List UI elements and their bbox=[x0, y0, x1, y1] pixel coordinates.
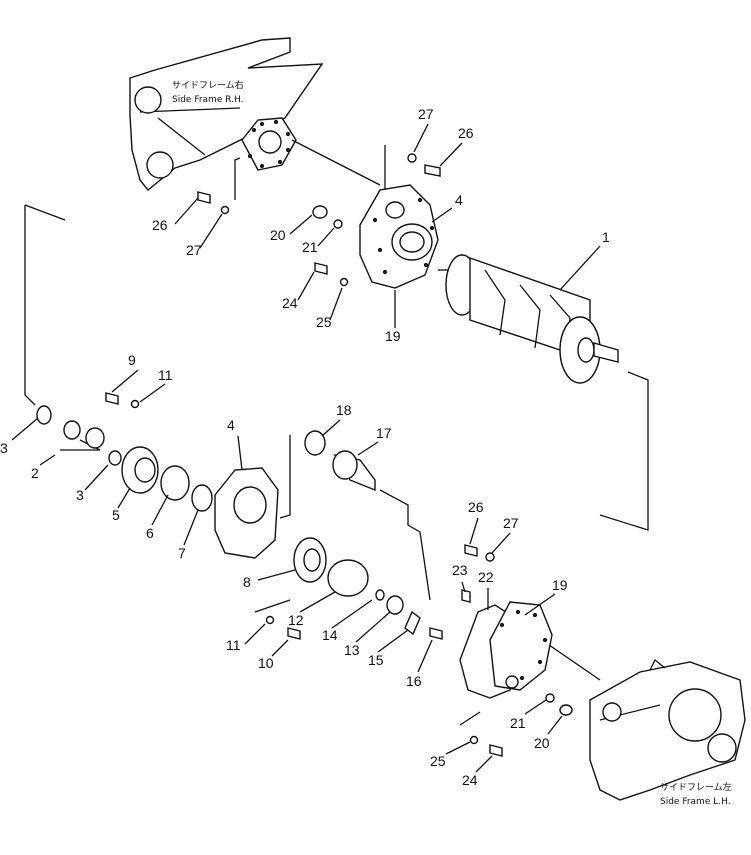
part-label: 22 bbox=[478, 569, 494, 585]
frame-rh-jp-label: サイドフレーム右 bbox=[172, 79, 244, 91]
frame-lh-en-label: Side Frame L.H. bbox=[660, 797, 731, 807]
lower-left-components bbox=[36, 392, 443, 640]
part-label: 26 bbox=[458, 125, 474, 141]
part-label: 5 bbox=[112, 507, 120, 523]
part-label: 20 bbox=[534, 735, 550, 751]
part-label: 2 bbox=[31, 465, 39, 481]
part-label: 13 bbox=[344, 642, 360, 658]
part-label: 3 bbox=[76, 487, 84, 503]
part-label: 12 bbox=[288, 612, 304, 628]
part-label: 19 bbox=[552, 577, 568, 593]
upper-cover-part-4 bbox=[359, 145, 439, 289]
part-label: 8 bbox=[243, 574, 251, 590]
part-label: 9 bbox=[128, 352, 136, 368]
part-label: 1 bbox=[602, 229, 610, 245]
axle-housing-part-1 bbox=[438, 254, 619, 384]
part-label: 18 bbox=[336, 402, 352, 418]
part-label: 21 bbox=[302, 239, 318, 255]
part-label: 24 bbox=[282, 295, 298, 311]
part-label: 23 bbox=[452, 562, 468, 578]
part-label: 10 bbox=[258, 655, 274, 671]
part-label: 21 bbox=[510, 715, 526, 731]
part-labels: 27 26 4 1 26 27 20 21 24 25 19 9 11 3 4 … bbox=[0, 106, 610, 788]
part-label: 25 bbox=[430, 753, 446, 769]
part-label: 26 bbox=[468, 499, 484, 515]
part-label: 27 bbox=[503, 515, 519, 531]
connection-lines bbox=[24, 139, 649, 726]
part-label: 4 bbox=[227, 417, 235, 433]
part-label: 27 bbox=[418, 106, 434, 122]
part-label: 17 bbox=[376, 425, 392, 441]
label-leaders bbox=[11, 123, 601, 773]
part-label: 16 bbox=[406, 673, 422, 689]
part-label: 6 bbox=[146, 525, 154, 541]
part-label: 15 bbox=[368, 652, 384, 668]
part-label: 24 bbox=[462, 772, 478, 788]
part-label: 14 bbox=[322, 627, 338, 643]
frame-lh-jp-label: サイドフレーム左 bbox=[660, 781, 732, 793]
side-frame-rh: サイドフレーム右 Side Frame R.H. bbox=[129, 37, 324, 191]
part-label: 19 bbox=[385, 328, 401, 344]
part-label: 25 bbox=[316, 314, 332, 330]
frame-rh-en-label: Side Frame R.H. bbox=[172, 95, 244, 105]
part-label: 27 bbox=[186, 242, 202, 258]
part-label: 7 bbox=[178, 545, 186, 561]
part-label: 26 bbox=[152, 217, 168, 233]
part-label: 11 bbox=[226, 637, 241, 653]
part-label: 3 bbox=[0, 440, 8, 456]
part-label: 11 bbox=[158, 367, 173, 383]
upper-fasteners bbox=[197, 153, 441, 287]
part-label: 4 bbox=[455, 192, 463, 208]
lower-cover-part-19 bbox=[459, 544, 573, 757]
side-frame-lh: サイドフレーム左 Side Frame L.H. bbox=[589, 658, 746, 807]
part-label: 20 bbox=[270, 227, 286, 243]
